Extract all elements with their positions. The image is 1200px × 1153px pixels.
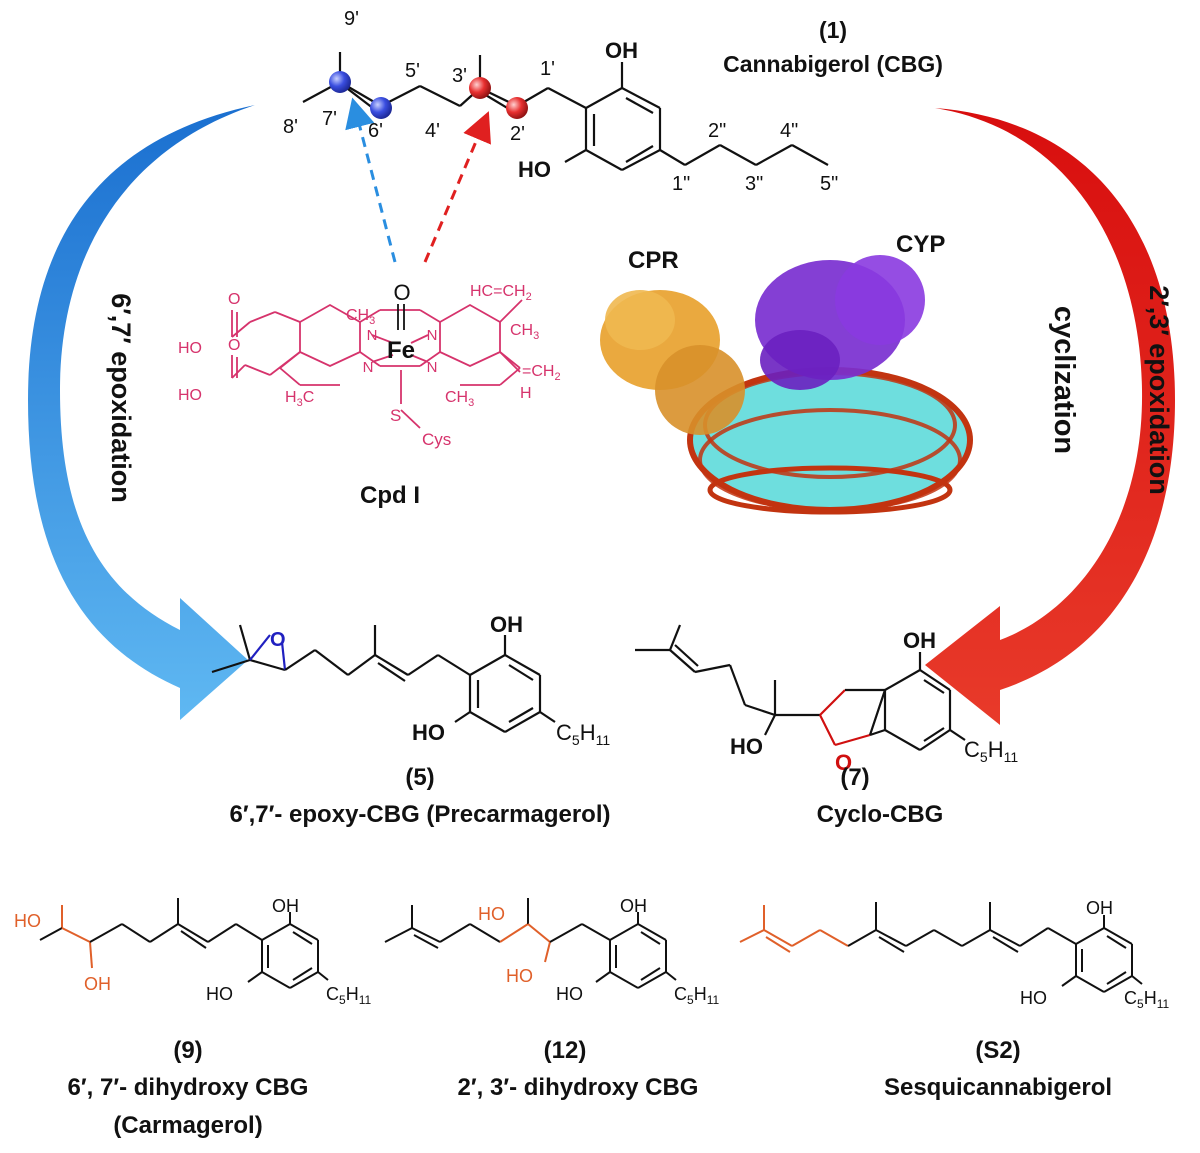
c7-o-label: O — [835, 750, 852, 775]
c12-ho-label: HO — [556, 984, 583, 1004]
c7-ho-label: HO — [730, 734, 763, 759]
red-dashed-arrow — [423, 111, 491, 263]
s2-pentyl-label: C5H11 — [1124, 988, 1169, 1011]
cpr-label: CPR — [628, 247, 679, 274]
c9-number: (9) — [173, 1037, 202, 1064]
cpd-vinyl: =CH2 — [522, 363, 561, 383]
cpd-o-eq-2: O — [228, 337, 240, 354]
atom-label-4pp: 4" — [780, 120, 798, 142]
cyp-label: CYP — [896, 231, 945, 258]
cbg-oh-label: OH — [605, 38, 638, 63]
s2-number: (S2) — [975, 1037, 1020, 1064]
atom-label-5pp: 5" — [820, 173, 838, 195]
cpd-i-structure — [231, 299, 523, 429]
cpd-o-eq-1: O — [228, 291, 240, 308]
s2-oh-label: OH — [1086, 898, 1113, 918]
c7-pentyl-label: C5H11 — [964, 737, 1018, 765]
c9-pentyl-label: C5H11 — [326, 984, 371, 1007]
atom-label-5: 5' — [405, 60, 420, 82]
s2-name: Sesquicannabigerol — [884, 1074, 1112, 1101]
cpd-n1: N — [367, 327, 378, 344]
cpd-ch3-c: CH3 — [445, 389, 474, 409]
c3-atom-ball — [469, 77, 491, 99]
c7-oh-label: OH — [903, 628, 936, 653]
cpd-ch3-a: CH3 — [346, 307, 375, 327]
c6-atom-ball — [370, 97, 392, 119]
protein-membrane-model — [600, 255, 973, 515]
c12-pentyl-label: C5H11 — [674, 984, 719, 1007]
compound-s2-structure — [739, 902, 1143, 993]
right-arrow-label-2: cyclization — [1048, 306, 1080, 454]
atom-label-2pp: 2" — [708, 120, 726, 142]
cpd-name: Cpd I — [360, 482, 420, 509]
c9-ho-top: HO — [14, 911, 41, 931]
c5-ho-label: HO — [412, 720, 445, 745]
c7-atom-ball — [329, 71, 351, 93]
cpd-fe-label: Fe — [387, 337, 415, 364]
atom-label-4: 4' — [425, 120, 440, 142]
cbg-number: (1) — [819, 17, 847, 43]
c12-oh-label: OH — [620, 896, 647, 916]
c5-o-label: O — [270, 629, 286, 651]
atom-label-1pp: 1" — [672, 173, 690, 195]
c7-name: Cyclo-CBG — [817, 801, 944, 828]
c5-pentyl-label: C5H11 — [556, 720, 610, 748]
c5-number: (5) — [405, 764, 434, 791]
c9-oh-side: OH — [84, 974, 111, 994]
c12-ho-top: HO — [478, 904, 505, 924]
left-epoxidation-arrow — [28, 105, 255, 720]
cbg-ho-label: HO — [518, 157, 551, 182]
s2-ho-label: HO — [1020, 988, 1047, 1008]
atom-label-9: 9' — [344, 8, 359, 30]
cpd-n2: N — [427, 327, 438, 344]
c12-number: (12) — [544, 1037, 587, 1064]
cpd-s-label: S — [390, 406, 401, 425]
atom-label-1: 1' — [540, 58, 555, 80]
cpd-n4: N — [427, 359, 438, 376]
c9-oh-label: OH — [272, 896, 299, 916]
atom-label-2: 2' — [510, 123, 525, 145]
atom-label-8: 8' — [283, 116, 298, 138]
right-arrow-label-1: 2′,3′ epoxidation — [1144, 285, 1174, 495]
left-arrow-label: 6′,7′ epoxidation — [106, 293, 136, 503]
c5-oh-label: OH — [490, 612, 523, 637]
atom-label-7: 7' — [322, 108, 337, 130]
cpd-h: H — [520, 385, 532, 402]
cpd-o-label: O — [393, 280, 410, 305]
c9-ho-label: HO — [206, 984, 233, 1004]
atom-label-6: 6' — [368, 120, 383, 142]
cpd-ho-1: HO — [178, 340, 202, 357]
c7-number: (7) — [840, 764, 869, 791]
c9-name-1: 6′, 7′- dihydroxy CBG — [68, 1074, 309, 1101]
compound-12-structure — [384, 898, 677, 989]
cbg-name: Cannabigerol (CBG) — [723, 51, 943, 77]
cpd-ho-2: HO — [178, 387, 202, 404]
atom-label-3: 3' — [452, 65, 467, 87]
c9-name-2: (Carmagerol) — [113, 1112, 262, 1139]
compound-9-structure — [39, 898, 329, 989]
cpd-cys-label: Cys — [422, 430, 451, 449]
compound-7-structure — [635, 624, 966, 751]
atom-label-3pp: 3" — [745, 173, 763, 195]
cpd-h3c: H3C — [285, 389, 314, 409]
cpd-hc-ch2: HC=CH2 — [470, 283, 532, 303]
cpd-n3: N — [363, 359, 374, 376]
right-cyclization-arrow — [925, 108, 1175, 725]
c2-atom-ball — [506, 97, 528, 119]
blue-dashed-arrow — [345, 97, 397, 263]
c12-name: 2′, 3′- dihydroxy CBG — [458, 1074, 699, 1101]
c12-ho-side: HO — [506, 966, 533, 986]
compound-5-structure — [211, 624, 556, 733]
c5-name: 6′,7′- epoxy-CBG (Precarmagerol) — [230, 801, 611, 828]
cpd-ch3-b: CH3 — [510, 322, 539, 342]
